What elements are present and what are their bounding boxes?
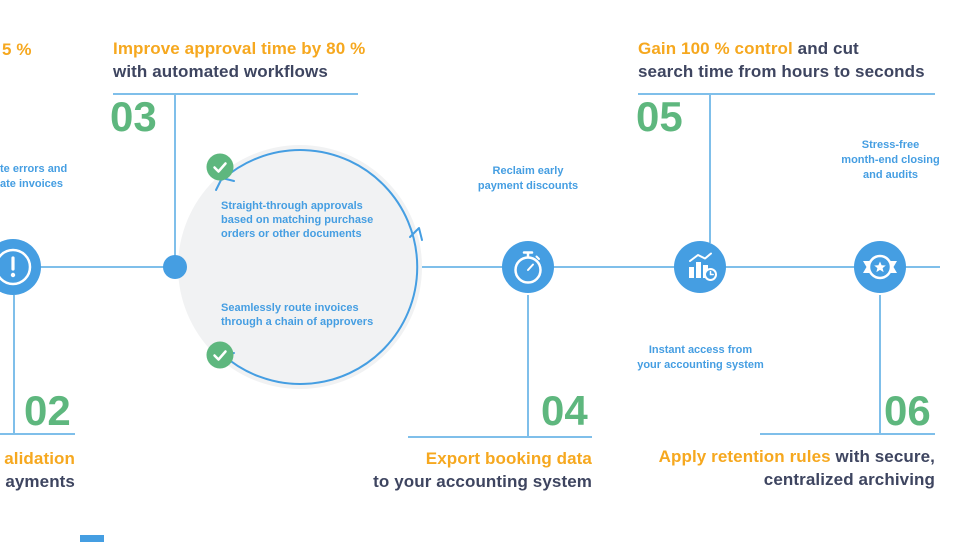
underline-step03 <box>113 93 358 95</box>
connector-step02 <box>13 295 15 433</box>
step06-title: Apply retention rules with secure, centr… <box>635 445 935 491</box>
step02-title-line1: alidation <box>4 449 75 468</box>
check-circle-icon <box>206 341 234 369</box>
check-circle-icon <box>206 153 234 181</box>
step04-title: Export booking data to your accounting s… <box>352 447 592 493</box>
step03-title-line2: with automated workflows <box>113 62 328 81</box>
step05-title: Gain 100 % control and cut search time f… <box>638 37 925 83</box>
step05-title-line1-navy: and cut <box>792 39 859 58</box>
step05-caption: Instant access from your accounting syst… <box>628 343 773 373</box>
step06-number: 06 <box>884 387 931 434</box>
step03-title-line1: Improve approval time by 80 % <box>113 39 366 58</box>
step06-caption-line1: Stress-free <box>861 139 920 151</box>
underline-step06 <box>760 433 935 435</box>
connector-step04 <box>527 295 529 437</box>
step02-title-line2: ayments <box>5 472 75 491</box>
left-caption: te errors and ate invoices <box>0 162 120 192</box>
step04-title-line2: to your accounting system <box>373 472 592 491</box>
step05-number: 05 <box>636 93 683 140</box>
step05-caption-line1: Instant access from <box>648 344 753 356</box>
step04-caption-line2: payment discounts <box>477 180 579 192</box>
bar-chart-clock-icon <box>674 241 726 293</box>
workflow-bullet-2: Seamlessly route invoices through a chai… <box>221 302 374 328</box>
step06-title-line1-navy: with secure, <box>830 447 935 466</box>
step04-caption: Reclaim early payment discounts <box>463 164 593 194</box>
connector-step03 <box>174 95 176 257</box>
stopwatch-icon <box>502 241 554 293</box>
step05-caption-line2: your accounting system <box>637 359 764 371</box>
workflow-bullet-1: Straight-through approvals based on matc… <box>221 200 374 240</box>
step02-title: alidation ayments <box>0 447 75 493</box>
step06-title-line1-orange: Apply retention rules <box>658 447 831 466</box>
connector-step05 <box>709 95 711 243</box>
left-caption-line2: ate invoices <box>0 178 63 190</box>
exclamation-circle-icon <box>0 239 41 295</box>
step05-title-line2: search time from hours to seconds <box>638 62 925 81</box>
timeline-line <box>0 266 940 268</box>
partial-top-text-orange: 5 % <box>2 40 32 59</box>
step06-title-line2: centralized archiving <box>763 470 935 489</box>
underline-step02 <box>0 433 75 435</box>
logo-fragment <box>80 535 104 542</box>
left-caption-line1: te errors and <box>0 163 68 175</box>
step04-number: 04 <box>541 387 588 434</box>
step03-title: Improve approval time by 80 % with autom… <box>113 37 365 83</box>
step05-title-line1-orange: Gain 100 % control <box>638 39 793 58</box>
step03-number: 03 <box>110 93 157 140</box>
underline-step04 <box>408 436 592 438</box>
underline-step05 <box>638 93 935 95</box>
connector-step06 <box>879 295 881 434</box>
partial-top-text: 5 % <box>2 38 32 61</box>
step06-caption-line2: month-end closing <box>841 154 940 166</box>
step04-caption-line1: Reclaim early <box>492 165 564 177</box>
step02-number: 02 <box>24 387 71 434</box>
step06-caption: Stress-free month-end closing and audits <box>828 138 953 183</box>
award-badge-icon <box>854 241 906 293</box>
step04-title-line1: Export booking data <box>425 449 592 468</box>
step06-caption-line3: and audits <box>862 169 918 181</box>
timeline-node-dot <box>163 255 187 279</box>
